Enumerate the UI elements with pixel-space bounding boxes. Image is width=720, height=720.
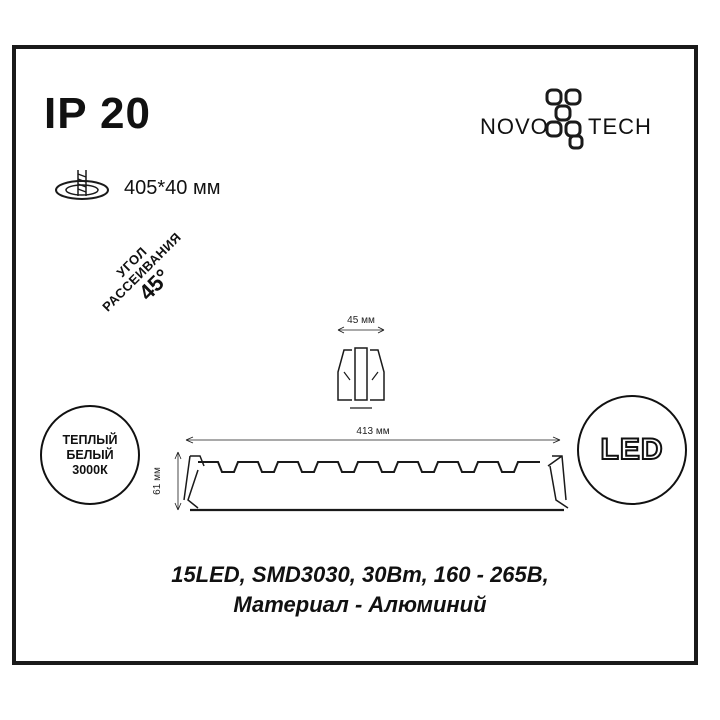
color-temp-line-3: 3000К [72,462,108,477]
color-temperature-badge: ТЕПЛЫЙ БЕЛЫЙ 3000К [40,405,140,505]
brand-right-text: TECH [588,114,652,139]
depth-dimension: 45 мм [347,315,375,326]
cutout-size: 405*40 мм [124,177,221,199]
front-view [174,436,569,512]
novotech-logo-icon [545,88,584,150]
page-frame [12,45,698,665]
side-view [337,326,385,409]
led-badge: LED [577,395,687,505]
spec-line-1: 15LED, SMD3030, 30Вт, 160 - 265В, [171,562,549,587]
brand-logo: NOVO TECH [480,84,680,154]
brand-left-text: NOVO [480,114,549,139]
color-temp-line-1: ТЕПЛЫЙ [62,432,118,447]
ceiling-cutout-icon [55,170,109,200]
ip-rating: IP 20 [44,89,151,138]
color-temp-line-2: БЕЛЫЙ [66,447,114,462]
length-dimension: 413 мм [356,426,389,437]
spec-line-2: Материал - Алюминий [233,592,487,617]
led-badge-text: LED [600,432,664,467]
height-dimension: 61 мм [152,467,163,495]
